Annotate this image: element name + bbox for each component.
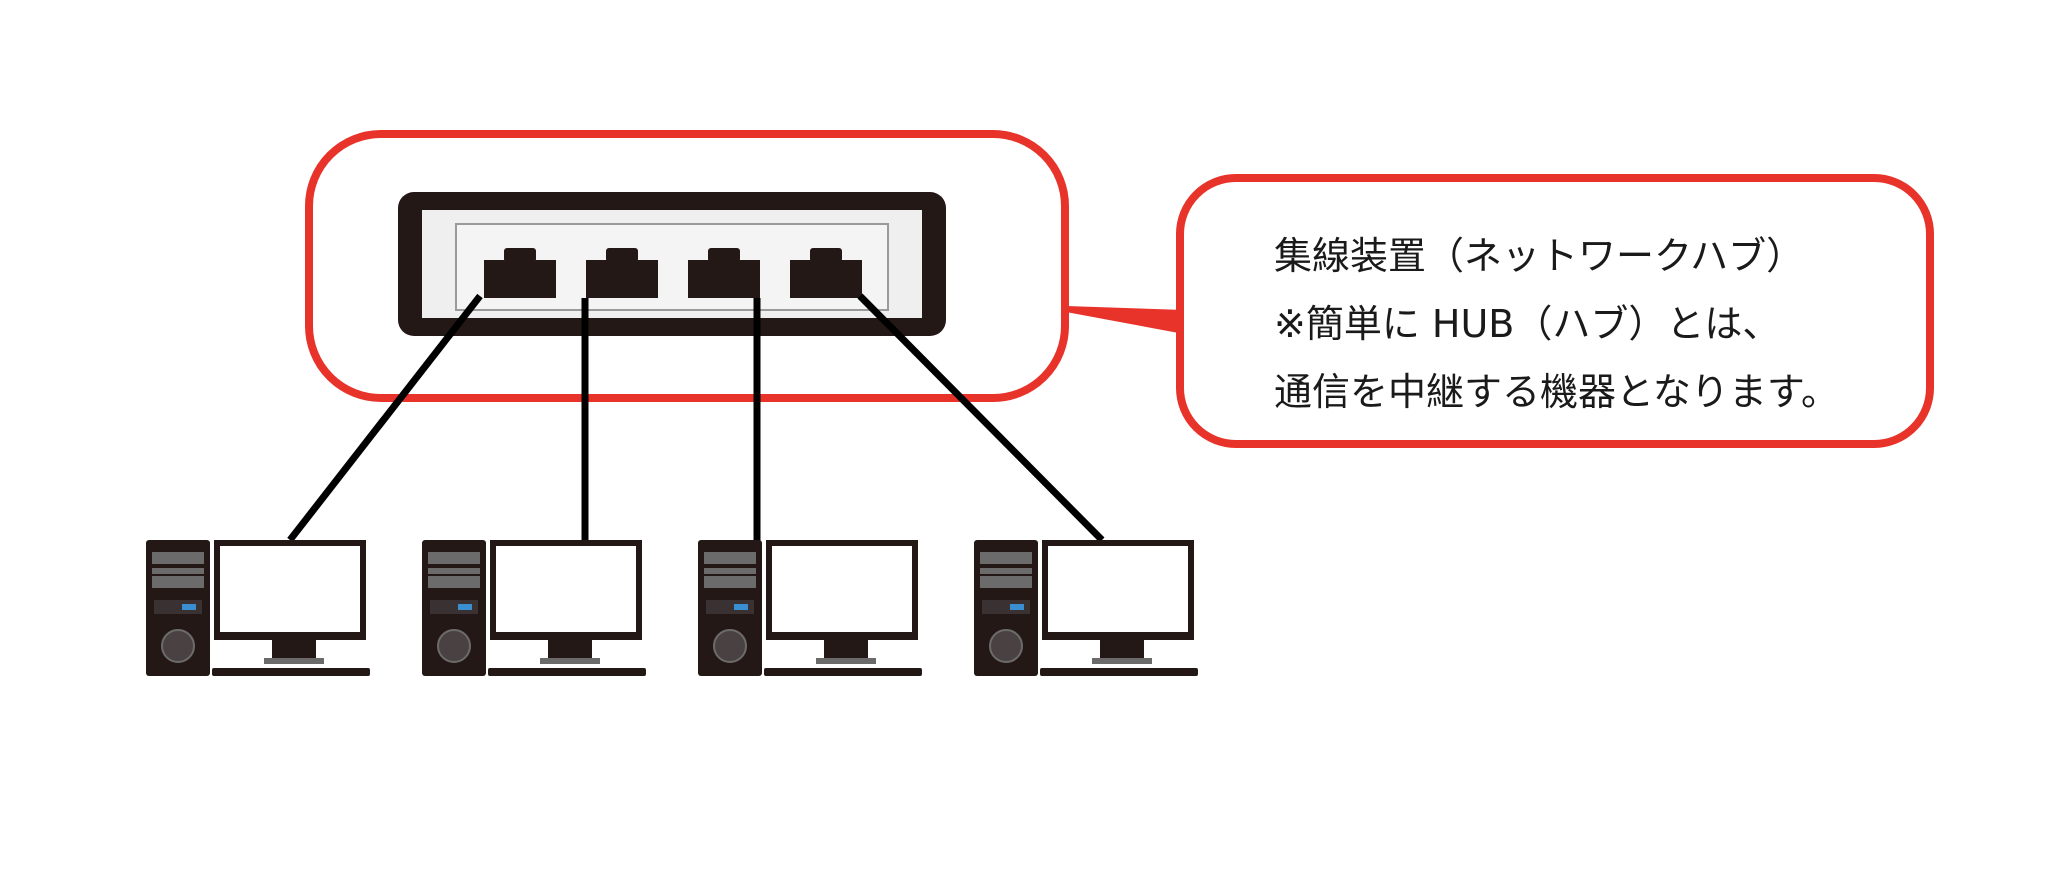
pc-keyboard bbox=[1040, 668, 1198, 676]
network-hub bbox=[398, 192, 946, 336]
computers bbox=[146, 540, 1198, 676]
pc-keyboard bbox=[488, 668, 646, 676]
computer-1 bbox=[146, 540, 370, 676]
cable-4 bbox=[857, 293, 1105, 543]
pc-monitor bbox=[766, 540, 918, 664]
callout-line-2: ※簡単に HUB（ハブ）とは、 bbox=[1274, 302, 1781, 346]
pc-keyboard bbox=[212, 668, 370, 676]
ethernet-port-2 bbox=[586, 248, 658, 298]
callout-line-3: 通信を中継する機器となります。 bbox=[1274, 370, 1840, 414]
callout-text: 集線装置（ネットワークハブ） ※簡単に HUB（ハブ）とは、 通信を中継する機器… bbox=[1274, 222, 1914, 426]
pc-monitor bbox=[1042, 540, 1194, 664]
pc-monitor bbox=[490, 540, 642, 664]
computer-2 bbox=[422, 540, 646, 676]
pc-keyboard bbox=[764, 668, 922, 676]
computer-4 bbox=[974, 540, 1198, 676]
pc-monitor bbox=[214, 540, 366, 664]
callout-line-1: 集線装置（ネットワークハブ） bbox=[1274, 234, 1805, 278]
callout-bubble bbox=[1176, 174, 1934, 448]
computer-3 bbox=[698, 540, 922, 676]
ethernet-port-1 bbox=[484, 248, 556, 298]
pc-tower bbox=[422, 540, 486, 676]
pc-tower bbox=[974, 540, 1038, 676]
hub-ports bbox=[484, 248, 862, 298]
pc-tower bbox=[146, 540, 210, 676]
ethernet-port-4 bbox=[790, 248, 862, 298]
pc-tower bbox=[698, 540, 762, 676]
cables bbox=[287, 293, 1105, 552]
cable-1 bbox=[287, 293, 483, 543]
callout-pointer bbox=[1066, 306, 1184, 334]
ethernet-port-3 bbox=[688, 248, 760, 298]
